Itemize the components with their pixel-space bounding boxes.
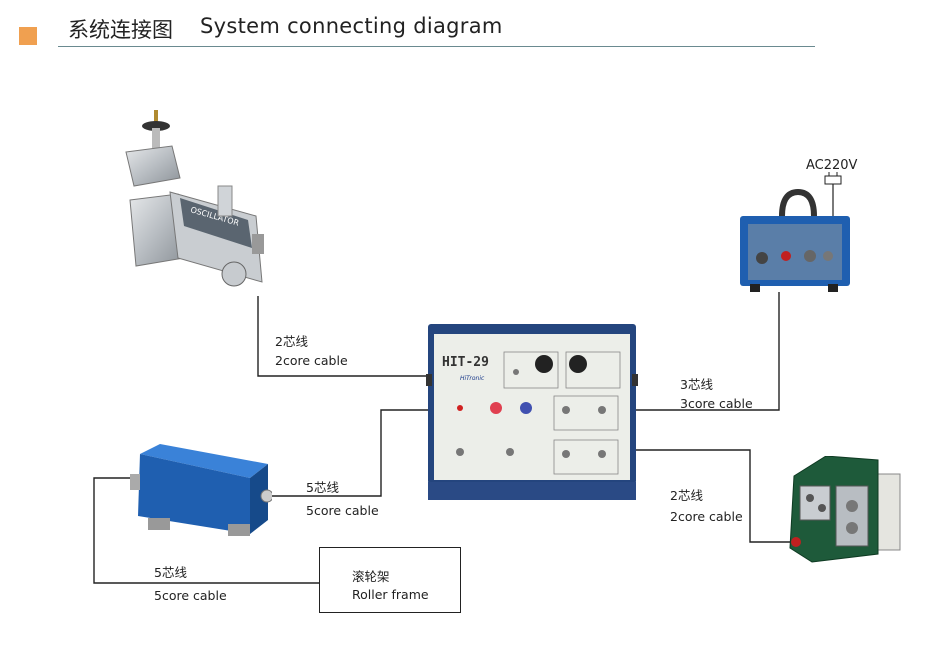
- power-unit-device: [736, 172, 856, 294]
- oscillator-device: OSCILLATOR: [118, 108, 268, 293]
- wire-power: [636, 292, 780, 411]
- cable-label-roller: 5芯线 5core cable: [154, 565, 227, 603]
- motor-box-icon: [130, 444, 274, 536]
- wire-feeder-device: [786, 455, 904, 568]
- page-title-en: System connecting diagram: [200, 14, 503, 38]
- wire-oscillator: [257, 296, 431, 377]
- power-supply-icon: [740, 172, 850, 292]
- roller-frame-cn: 滚轮架: [352, 569, 390, 584]
- roller-frame-en: Roller frame: [352, 587, 429, 602]
- controller-device: HIT-29 HiTronic: [426, 322, 640, 502]
- wire-feeder-icon: [789, 455, 901, 563]
- header-accent-square: [19, 27, 37, 45]
- controller-model: HIT-29: [442, 355, 489, 370]
- cable-label-power: 3芯线 3core cable: [680, 377, 753, 411]
- cable-label-oscillator: 2芯线 2core cable: [275, 334, 348, 368]
- wire-motor: [272, 409, 430, 497]
- roller-frame-box: 滚轮架 Roller frame: [319, 547, 461, 613]
- power-supply-label: AC220V: [806, 158, 858, 173]
- wire-roller: [93, 477, 319, 584]
- controller-box-icon: HIT-29 HiTronic: [426, 324, 638, 500]
- header-divider: [58, 46, 815, 47]
- controller-brand: HiTronic: [460, 375, 485, 382]
- oscillator-icon: OSCILLATOR: [125, 110, 264, 287]
- motor-box-device: [130, 444, 274, 540]
- cable-label-motor: 5芯线 5core cable: [306, 480, 379, 518]
- wire-feeder: [636, 449, 790, 543]
- cable-label-feeder: 2芯线 2core cable: [670, 488, 743, 524]
- page-title-cn: 系统连接图: [68, 18, 173, 42]
